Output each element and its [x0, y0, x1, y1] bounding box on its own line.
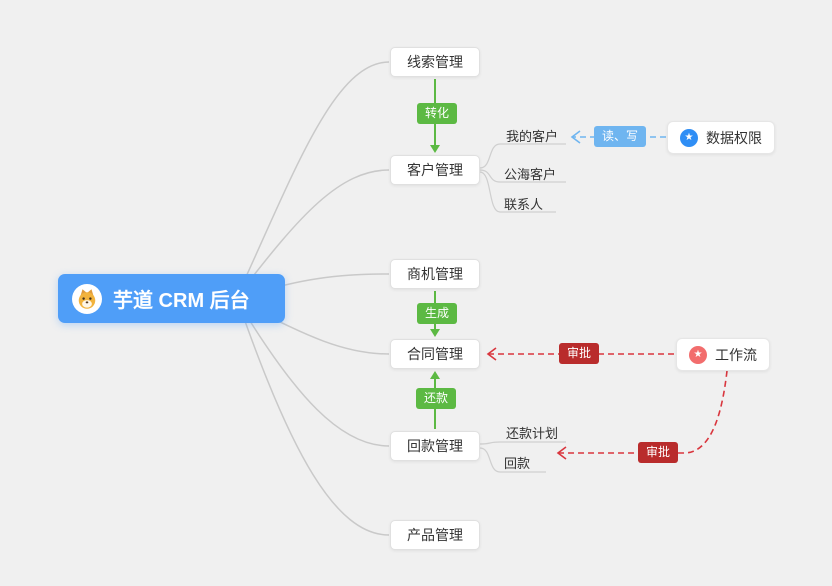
dog-icon	[72, 283, 102, 314]
subnode-my-customers[interactable]: 我的客户	[506, 129, 559, 144]
arrowhead-approve-repayment	[556, 446, 567, 460]
subnode-repayment-plan[interactable]: 还款计划	[506, 426, 559, 441]
badge-convert: 转化	[417, 103, 458, 124]
node-workflow[interactable]: ★ 工作流	[676, 338, 770, 371]
root-node-crm[interactable]: 芋道 CRM 后台	[58, 274, 285, 323]
badge-repay: 还款	[416, 388, 457, 409]
node-products[interactable]: 产品管理	[390, 520, 480, 550]
badge-read-write: 读、写	[594, 126, 647, 147]
edge-customers-to-my-customers	[479, 143, 566, 169]
node-workflow-label: 工作流	[715, 346, 757, 363]
edge-root-to-leads	[239, 61, 390, 291]
arrow-workflow-to-repayment	[558, 370, 728, 454]
arrowhead-generate	[430, 329, 440, 337]
node-leads[interactable]: 线索管理	[390, 47, 480, 77]
root-label: 芋道 CRM 后台	[113, 290, 250, 312]
arrowhead-repay	[430, 371, 440, 379]
subnode-contacts[interactable]: 联系人	[504, 197, 544, 212]
node-customers[interactable]: 客户管理	[390, 155, 480, 185]
badge-generate: 生成	[417, 303, 458, 324]
node-payments-label: 回款管理	[407, 438, 463, 454]
node-products-label: 产品管理	[407, 527, 463, 543]
node-opportunities-label: 商机管理	[407, 266, 463, 282]
node-payments[interactable]: 回款管理	[390, 431, 480, 461]
arrowhead-convert	[430, 145, 440, 153]
arrowhead-approve-contract	[486, 347, 497, 361]
star-icon-pink: ★	[689, 345, 707, 364]
edge-root-to-customers	[239, 169, 390, 294]
subnode-repayment[interactable]: 回款	[504, 456, 531, 471]
node-data-permission[interactable]: ★ 数据权限	[667, 121, 775, 154]
node-leads-label: 线索管理	[407, 54, 463, 70]
edge-payments-to-repayment-plan	[479, 441, 566, 445]
node-contracts-label: 合同管理	[407, 346, 463, 362]
edge-customers-to-contacts	[479, 171, 556, 213]
edge-payments-to-repayment	[479, 447, 546, 473]
arrowhead-read-write	[570, 130, 581, 144]
badge-approve-repayment: 审批	[638, 442, 679, 463]
node-opportunities[interactable]: 商机管理	[390, 259, 480, 289]
node-data-permission-label: 数据权限	[706, 129, 762, 146]
node-contracts[interactable]: 合同管理	[390, 339, 480, 369]
subnode-public-customers[interactable]: 公海客户	[504, 167, 557, 182]
edge-root-to-products	[239, 306, 390, 536]
node-customers-label: 客户管理	[407, 162, 463, 178]
badge-approve-contract: 审批	[559, 343, 600, 364]
edge-root-to-payments	[239, 304, 390, 447]
star-icon-blue: ★	[680, 128, 698, 147]
edge-customers-to-public-customers	[479, 169, 566, 183]
